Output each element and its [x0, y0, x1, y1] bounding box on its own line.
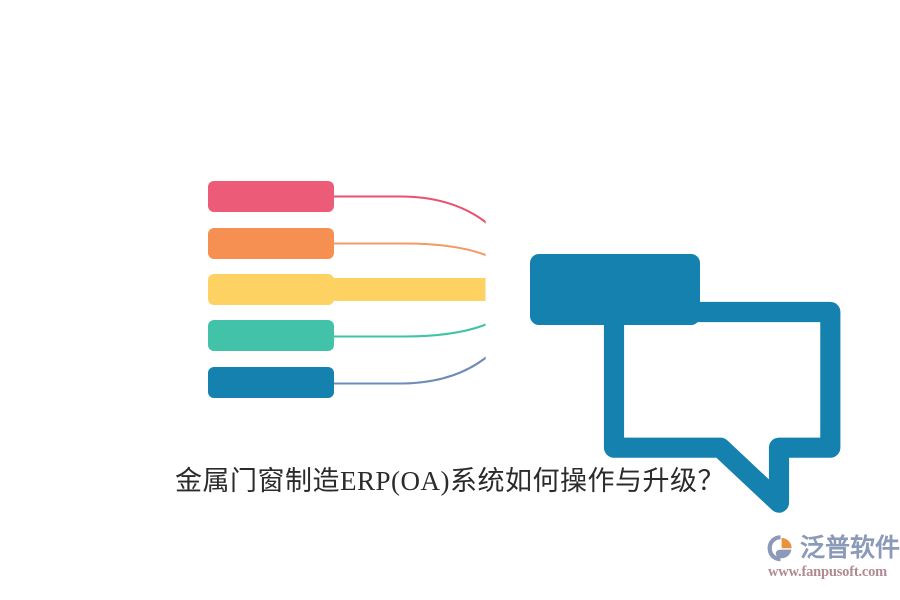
page-title: 金属门窗制造ERP(OA)系统如何操作与升级？: [175, 466, 725, 496]
watermark-brand-text: 泛普软件: [800, 534, 900, 562]
watermark-brand-row: 泛普软件: [766, 531, 900, 565]
target-box[interactable]: [530, 254, 700, 325]
watermark-url-text: www.fanpusoft.com: [768, 564, 888, 580]
target-box-label: [530, 254, 700, 325]
fanpu-logo-mark-icon: [767, 535, 792, 562]
watermark-logo: 泛普软件 www.fanpusoft.com: [766, 531, 900, 591]
feature-bar-label: [242, 367, 330, 398]
feature-bar-chat[interactable]: [208, 242, 841, 513]
diagram-container: [208, 181, 841, 513]
connector-arrow-network: [330, 268, 534, 311]
